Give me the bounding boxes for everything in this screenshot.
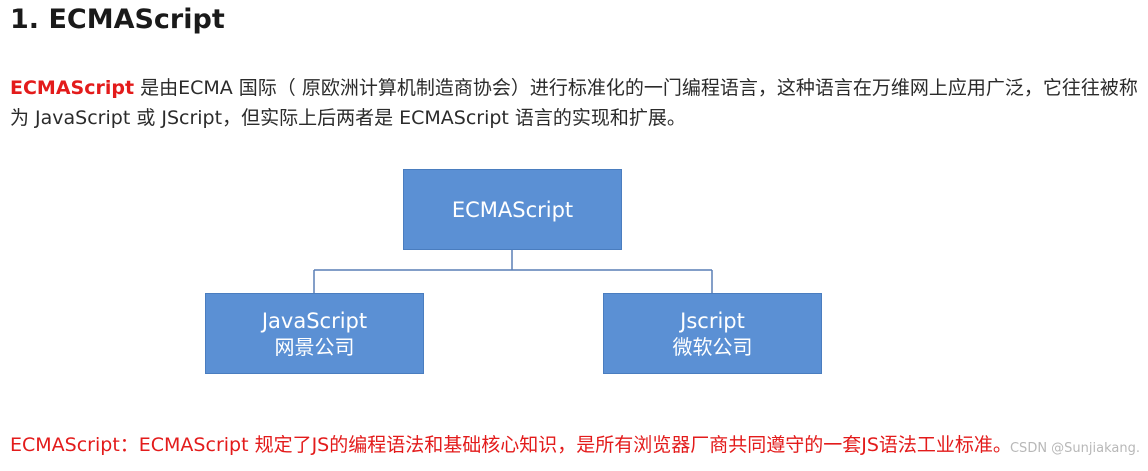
diagram-node-ecmascript: ECMAScript — [403, 169, 622, 250]
node-label: Jscript — [680, 308, 745, 333]
node-sublabel: 微软公司 — [672, 334, 753, 359]
intro-term: ECMAScript — [10, 77, 135, 99]
node-label: ECMAScript — [451, 197, 574, 222]
diagram-node-javascript: JavaScript 网景公司 — [205, 293, 424, 374]
conclusion-text: ECMAScript：ECMAScript 规定了JS的编程语法和基础核心知识，… — [10, 434, 1012, 456]
node-label: JavaScript — [261, 308, 368, 333]
diagram-node-jscript: Jscript 微软公司 — [603, 293, 822, 374]
page-title: 1. ECMAScript — [10, 4, 225, 35]
watermark: CSDN @Sunjiakang. — [1009, 441, 1140, 456]
intro-text: 是由ECMA 国际（ 原欧洲计算机制造商协会）进行标准化的一门编程语言，这种语言… — [10, 77, 1138, 129]
node-sublabel: 网景公司 — [274, 334, 355, 359]
intro-paragraph: ECMAScript 是由ECMA 国际（ 原欧洲计算机制造商协会）进行标准化的… — [10, 73, 1138, 133]
